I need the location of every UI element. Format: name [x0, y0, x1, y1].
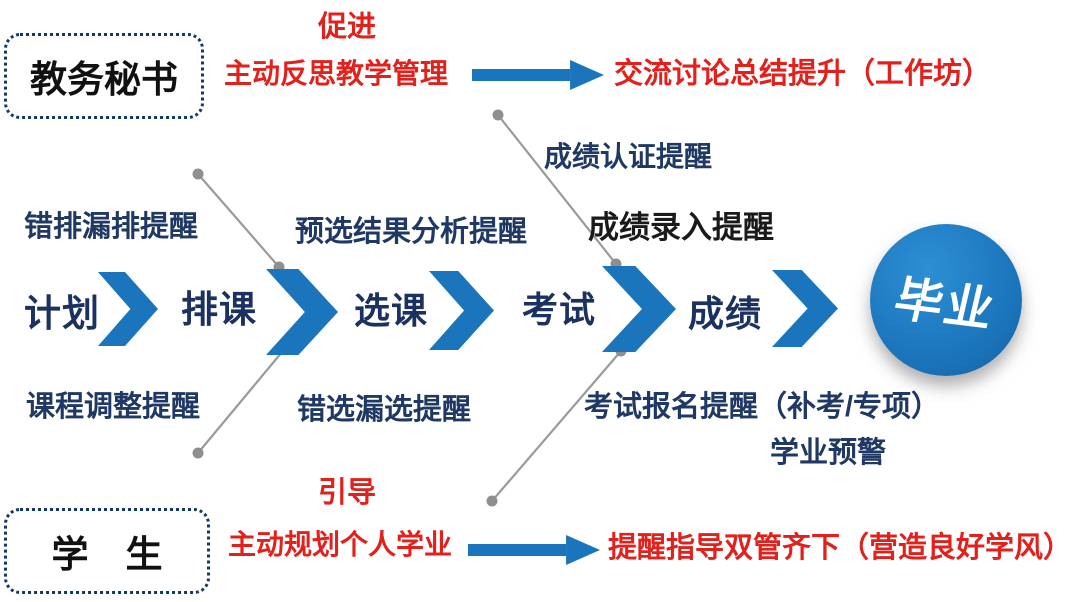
chevron-right-icon: [429, 271, 494, 350]
step-course-selection: 选课: [354, 290, 429, 331]
chevron-right-icon: [98, 272, 158, 346]
step-scheduling: 排课: [181, 289, 257, 330]
student-action: 主动规划个人学业: [228, 529, 453, 560]
reminder-selection-errors: 错选漏选提醒: [297, 394, 472, 426]
reminder-grade-entry: 成绩录入提醒: [588, 210, 774, 245]
graduation-circle: 毕业: [870, 224, 1022, 376]
reminder-exam-registration: 考试报名提醒（补考/专项）: [584, 391, 941, 423]
student-label: 学 生: [51, 534, 163, 575]
arrow-right-icon: [468, 534, 600, 566]
reminder-grade-certification: 成绩认证提醒: [544, 141, 713, 172]
guide-tag: 引导: [318, 477, 377, 509]
step-plan: 计划: [24, 293, 100, 334]
student-result: 提醒指导双管齐下（营造良好学风）: [608, 532, 1073, 564]
step-grades: 成绩: [688, 293, 763, 334]
reminder-course-adjustment: 课程调整提醒: [26, 391, 201, 423]
step-exam: 考试: [522, 289, 597, 330]
graduation-label: 毕业: [889, 273, 1001, 338]
secretary-box: 教务秘书: [4, 33, 204, 119]
chevron-right-icon: [772, 270, 838, 347]
secretary-result: 交流讨论总结提升（工作坊）: [614, 58, 992, 90]
chevron-right-icon: [266, 269, 338, 355]
secretary-action: 主动反思教学管理: [224, 58, 449, 89]
arrow-right-icon: [472, 59, 604, 91]
promote-tag: 促进: [318, 11, 377, 43]
reminder-academic-warning: 学业预警: [770, 437, 887, 469]
chevron-right-icon: [602, 266, 676, 352]
reminder-preselect-analysis: 预选结果分析提醒: [295, 216, 528, 248]
student-box: 学 生: [4, 508, 210, 594]
secretary-label: 教务秘书: [30, 59, 178, 100]
reminder-schedule-errors: 错排漏排提醒: [24, 211, 199, 243]
